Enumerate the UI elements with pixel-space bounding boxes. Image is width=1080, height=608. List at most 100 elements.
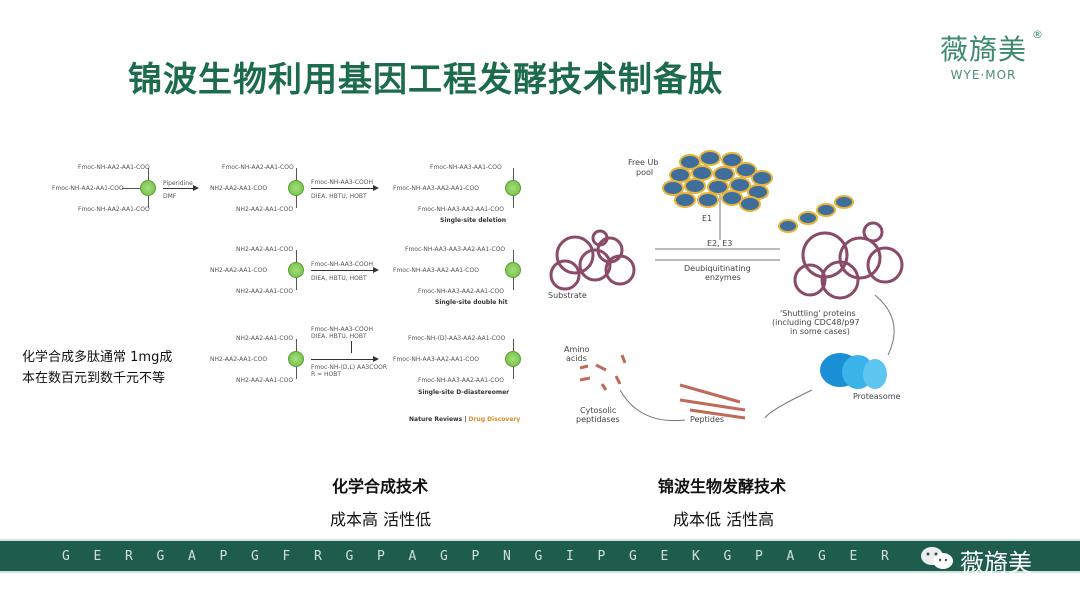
amino-acids bbox=[579, 354, 627, 391]
logo-en: WYE·MOR bbox=[950, 68, 1017, 82]
logo-cn: 薇旖美 bbox=[940, 33, 1028, 66]
chem-label: Fmoc-NH-AA3-AA2-AA1-COO bbox=[393, 267, 479, 274]
sequence-letter: P bbox=[597, 549, 606, 564]
reagent: R = HOBT bbox=[311, 371, 342, 378]
shuttle-arrow bbox=[874, 294, 895, 356]
reaction-arrow bbox=[311, 185, 379, 191]
sequence-letter: E bbox=[660, 549, 669, 564]
sequence-letter: A bbox=[188, 549, 196, 564]
label-e1: E1 bbox=[702, 214, 713, 223]
sequence-letter: I bbox=[566, 549, 574, 564]
sequence-letter: G bbox=[62, 549, 70, 564]
sequence-letter: P bbox=[219, 549, 228, 564]
chem-label: Fmoc-NH-AA3-AA2-AA1-COO bbox=[393, 356, 479, 363]
chem-label: Fmoc-NH-AA3-AA1-COO bbox=[430, 164, 502, 171]
peptidase-arrow bbox=[619, 389, 686, 422]
proteasome-arrow bbox=[764, 389, 813, 419]
caption: Single-site double hit bbox=[435, 299, 508, 306]
linker bbox=[122, 188, 142, 189]
resin-bead bbox=[140, 180, 156, 196]
sequence-letter: G bbox=[723, 549, 732, 564]
chem-label: Fmoc-NH-AA2-AA1-COO bbox=[78, 164, 150, 171]
chem-label: Fmoc-NH-AA3-AA3-AA2-AA1-COO bbox=[405, 246, 506, 253]
sequence-letter: A bbox=[786, 549, 795, 564]
reagent: Piperidine bbox=[163, 180, 193, 187]
sequence-letter: K bbox=[692, 549, 700, 564]
sequence-letter: G bbox=[345, 549, 354, 564]
reagent: Fmoc-NH-AA3-COOH bbox=[311, 179, 373, 186]
label-shuttling: 'Shuttling' proteins bbox=[780, 309, 856, 318]
sequence-letter: R bbox=[881, 549, 889, 564]
down-arrow-icon bbox=[351, 341, 352, 353]
caption: Single-site deletion bbox=[440, 217, 507, 224]
ubiquitin-diagram bbox=[549, 150, 904, 422]
reagent: DIEA, HBTU, HOBT bbox=[311, 193, 367, 200]
sequence-letter: E bbox=[93, 549, 102, 564]
right-subheading: 成本低 活性高 bbox=[673, 510, 775, 529]
reagent: DIEA, HBTU, HOBT bbox=[311, 333, 367, 340]
source-journal: Nature Reviews bbox=[409, 416, 463, 423]
label-shuttling: in some cases) bbox=[790, 327, 850, 336]
right-heading: 锦波生物发酵技术 bbox=[658, 477, 787, 496]
chem-label: Fmoc-NH-(D)-AA3-AA2-AA1-COO bbox=[408, 335, 506, 342]
ubiquitinated-protein bbox=[793, 221, 904, 300]
sequence-letter: P bbox=[377, 549, 385, 564]
sequence-letter: G bbox=[251, 549, 259, 564]
reaction-arrow bbox=[311, 356, 379, 362]
chem-label: Fmoc-NH-AA2-AA1-COO bbox=[52, 185, 124, 192]
chem-label: NH2-AA2-AA1-COO bbox=[210, 185, 268, 192]
resin-bead bbox=[505, 180, 521, 196]
resin-bead bbox=[505, 262, 521, 278]
reagent: DIEA, HBTU, HOBT bbox=[311, 275, 367, 282]
label-deub: enzymes bbox=[705, 273, 741, 282]
label-cytosolic: Cytosolic bbox=[580, 406, 617, 415]
chem-label: NH2-AA2-AA1-COO bbox=[236, 206, 294, 213]
sequence-letter: G bbox=[818, 549, 826, 564]
label-substrate: Substrate bbox=[548, 291, 587, 300]
reagent: Fmoc-NH-(D,L) AA3COOR bbox=[311, 364, 388, 371]
cost-note-line: 本在数百元到数千元不等 bbox=[22, 371, 166, 386]
source-credit: Nature Reviews | Drug Discovery bbox=[409, 416, 521, 423]
chem-label: NH2-AA2-AA1-COO bbox=[236, 246, 294, 253]
label-e2-e3: E2, E3 bbox=[707, 239, 733, 248]
chem-label: Fmoc-NH-AA2-AA1-COO bbox=[222, 164, 294, 171]
wechat-icon bbox=[921, 547, 953, 569]
resin-bead bbox=[288, 351, 304, 367]
resin-bead bbox=[288, 262, 304, 278]
ub-pool bbox=[662, 150, 854, 233]
chem-label: NH2-AA2-AA1-COO bbox=[210, 356, 268, 363]
left-subheading: 成本高 活性低 bbox=[330, 510, 432, 529]
label-proteasome: Proteasome bbox=[853, 392, 901, 401]
cost-note-line: 化学合成多肽通常 1mg成 bbox=[22, 350, 173, 365]
peptides bbox=[679, 383, 746, 420]
label-pool: pool bbox=[636, 168, 654, 177]
label-shuttling: (including CDC48/p97 bbox=[772, 318, 860, 327]
label-peptides: Peptides bbox=[690, 415, 725, 424]
chem-label: NH2-AA2-AA1-COO bbox=[236, 288, 294, 295]
sequence-letter: R bbox=[125, 549, 133, 564]
chem-label: Fmoc-NH-AA3-AA2-AA1-COO bbox=[393, 185, 479, 192]
wechat-brand: 薇旖美 bbox=[960, 549, 1032, 577]
chem-label: Fmoc-NH-AA3-AA2-AA1-COO bbox=[418, 377, 504, 384]
reagent: DMF bbox=[163, 193, 177, 200]
chem-label: Fmoc-NH-AA2-AA1-COO bbox=[78, 206, 150, 213]
reagent: Fmoc-NH-AA3-COOH bbox=[311, 261, 373, 268]
resin-bead bbox=[288, 180, 304, 196]
slide-title: 锦波生物利用基因工程发酵技术制备肽 bbox=[128, 60, 723, 100]
sequence-letter: P bbox=[755, 549, 763, 564]
sequence-letter: R bbox=[314, 549, 322, 564]
reaction-arrow bbox=[311, 267, 379, 273]
source-journal-section: Drug Discovery bbox=[468, 416, 521, 423]
sequence-letter: G bbox=[156, 549, 165, 564]
cost-note: 化学合成多肽通常 1mg成 本在数百元到数千元不等 bbox=[22, 347, 172, 389]
sequence-letter: N bbox=[503, 549, 511, 564]
label-free-ub: Free Ub bbox=[628, 158, 659, 167]
reaction-arrow bbox=[163, 185, 199, 191]
chem-label: Fmoc-NH-AA3-AA2-AA1-COO bbox=[418, 288, 504, 295]
substrate-protein bbox=[549, 229, 636, 291]
sequence-letter: A bbox=[408, 549, 417, 564]
reagent: Fmoc-NH-AA3-COOH bbox=[311, 326, 373, 333]
resin-bead bbox=[505, 351, 521, 367]
label-amino: acids bbox=[566, 354, 587, 363]
